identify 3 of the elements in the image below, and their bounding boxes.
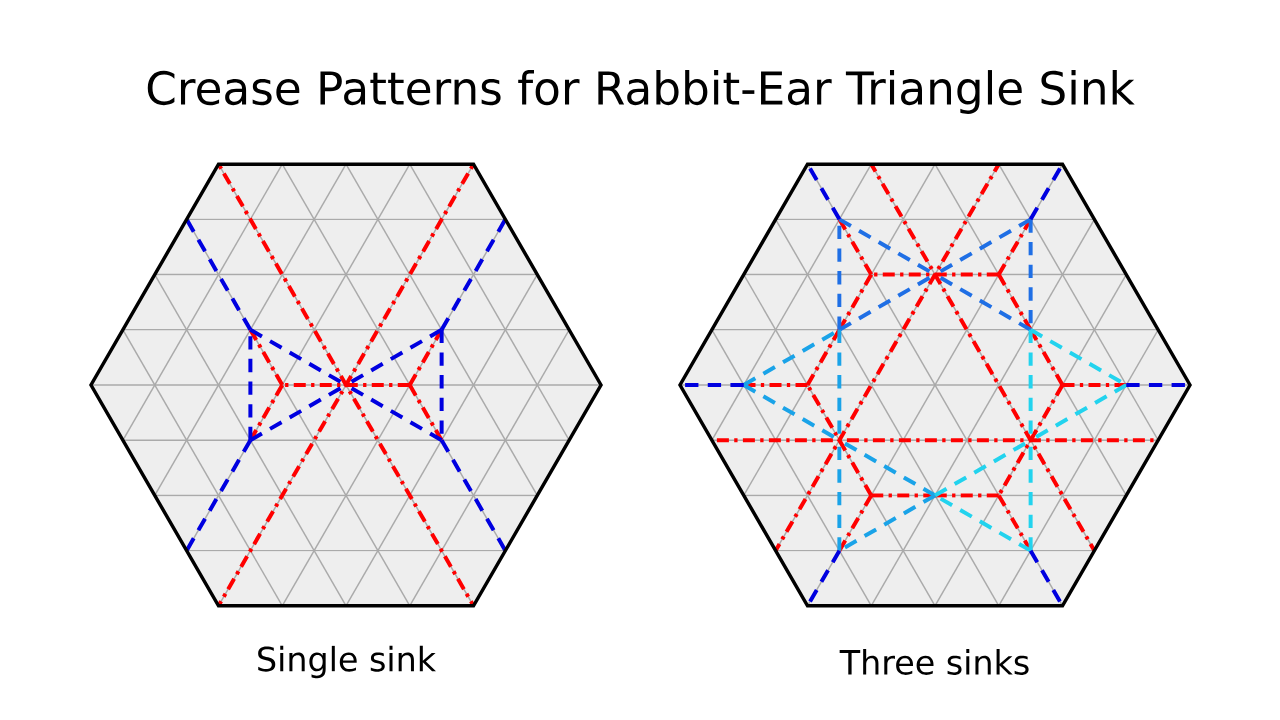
caption: Single sink: [258, 645, 436, 679]
title: Crease Patterns for Rabbit-Ear Triangle Sink: [147, 70, 1135, 114]
caption: Three sinks: [839, 649, 1029, 675]
